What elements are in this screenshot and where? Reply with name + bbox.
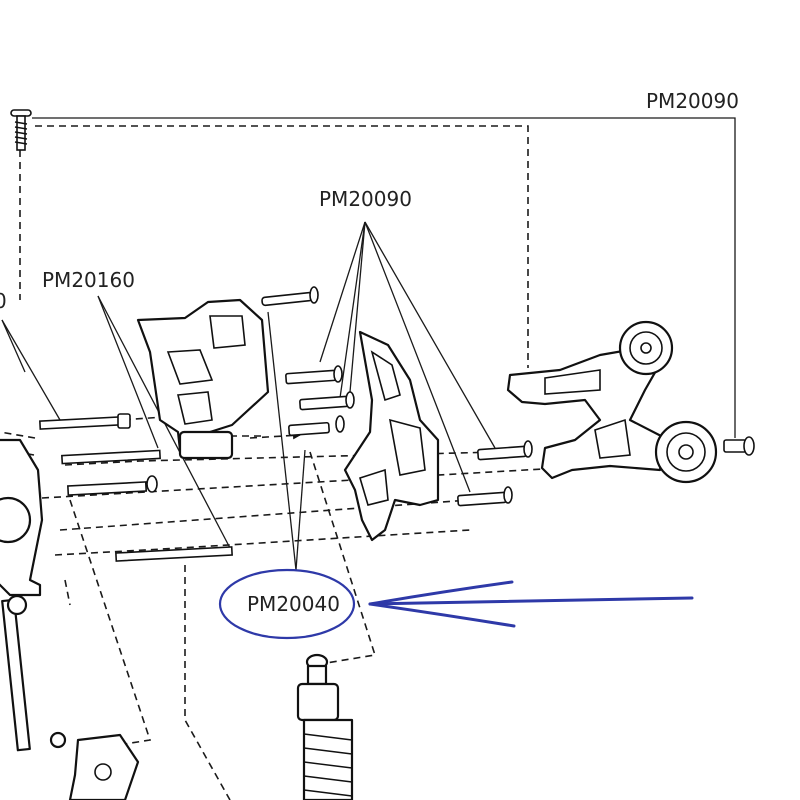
wheelie-bar-assembly <box>506 320 718 484</box>
hand-drawn-ellipse-icon <box>218 568 356 640</box>
leader-lines <box>1 117 736 571</box>
mount-block-upper <box>136 298 270 460</box>
screws-center-group <box>285 365 533 507</box>
annotation-highlight <box>218 568 694 640</box>
part-labels: PM20090 PM20090 PM20160 PM20040 0 <box>0 89 739 616</box>
hand-drawn-arrow-icon <box>368 580 694 628</box>
center-bracket <box>343 330 440 542</box>
bracket-bottom-left <box>68 733 140 800</box>
label-cut-fragment: 0 <box>0 289 7 313</box>
label-pm20160: PM20160 <box>42 268 135 292</box>
screw-top-left <box>10 109 32 151</box>
label-pm20040: PM20040 <box>247 592 340 616</box>
shock-absorber <box>296 653 354 800</box>
screw-upper-pin <box>261 286 319 307</box>
label-pm20090-top: PM20090 <box>646 89 739 113</box>
screw-right-end <box>723 436 755 456</box>
chassis-fragment-left <box>0 438 67 752</box>
pins-left-group <box>39 413 233 562</box>
label-pm20090-center: PM20090 <box>319 187 412 211</box>
